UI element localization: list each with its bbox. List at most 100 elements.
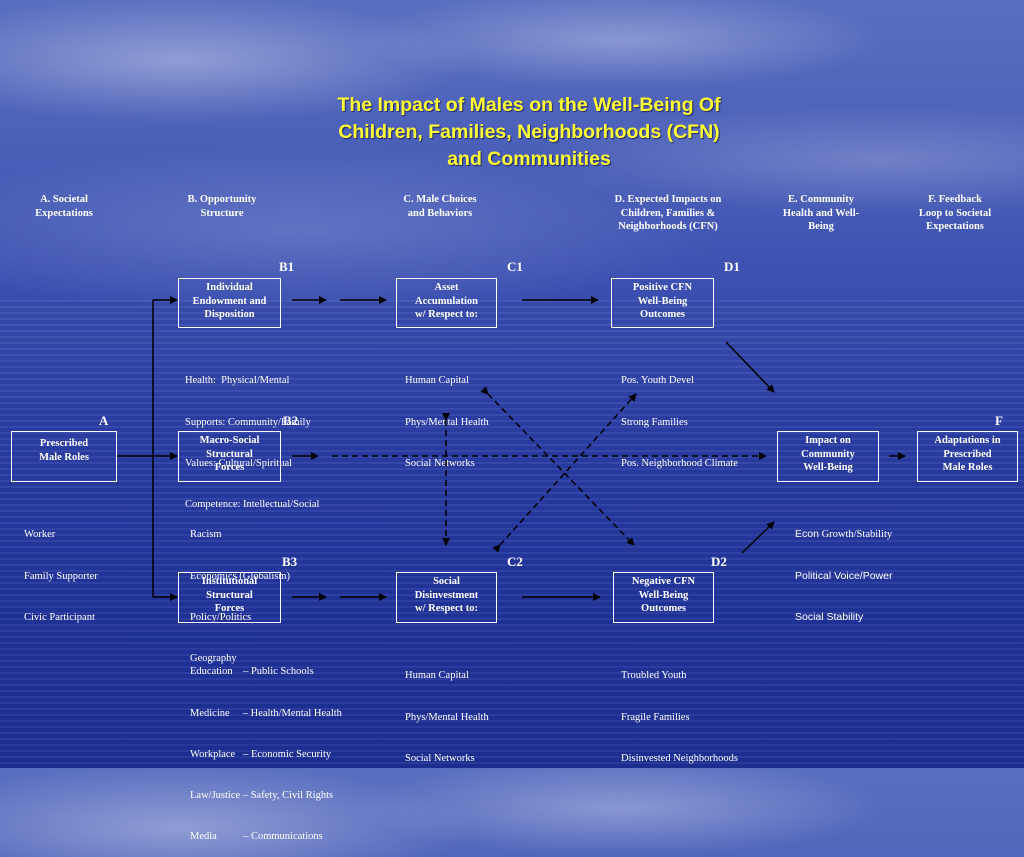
list-item: Policy/Politics — [190, 611, 252, 623]
title-line: Children, Families, Neighborhoods (CFN) — [338, 121, 720, 143]
diagram-title: The Impact of Males on the Well-Being Of… — [262, 92, 796, 173]
box-line: Endowment and — [192, 295, 267, 307]
header-line: and Behaviors — [407, 207, 473, 219]
connector-lines — [117, 296, 906, 601]
box-negative-cfn: Negative CFN Well-Being Outcomes — [613, 572, 714, 623]
list-item: Econ Growth/Stability — [795, 528, 892, 542]
list-item: Workplace – Economic Security — [190, 748, 332, 760]
list-item: Supports: Community/Family — [185, 416, 311, 428]
box-line: Structural — [206, 589, 253, 601]
header-line: A. Societal — [40, 194, 88, 205]
list-item: Economics (Globalism) — [190, 570, 291, 582]
box-adaptations: Adaptations in Prescribed Male Roles — [917, 431, 1018, 482]
list-item: Family Supporter — [24, 570, 98, 582]
list-item-rest: Growth/Stability — [818, 529, 893, 541]
box-line: Male Roles — [942, 462, 993, 473]
label-b1: B1 — [279, 259, 295, 274]
box-institutional-forces: Institutional Structural Forces — [178, 572, 281, 623]
label-d1: D1 — [724, 259, 740, 274]
list-item: Political Voice/Power — [795, 569, 893, 582]
list-societal-roles: Worker Family Supporter Civic Participan… — [24, 501, 98, 638]
list-item: Medicine – Health/Mental Health — [190, 707, 342, 719]
list-macro-factors: Racism Economics (Globalism) Policy/Poli… — [190, 501, 290, 679]
list-item: Phys/Mental Health — [405, 416, 489, 428]
column-header-f: F. Feedback Loop to Societal Expectation… — [900, 193, 1010, 234]
box-positive-cfn: Positive CFN Well-Being Outcomes — [611, 278, 714, 328]
list-item: Human Capital — [405, 375, 469, 387]
box-line: Outcomes — [641, 603, 686, 614]
box-line: Negative CFN — [631, 576, 696, 587]
header-line: Expectations — [35, 207, 93, 219]
box-line: Forces — [214, 462, 245, 473]
header-line: C. Male Choices — [403, 194, 477, 205]
box-line: Community — [801, 448, 855, 460]
label-c2: C2 — [507, 554, 523, 569]
box-line: Outcomes — [640, 309, 685, 320]
box-line: Accumulation — [415, 295, 478, 307]
box-line: Well-Being — [638, 589, 689, 601]
header-line: Neighborhoods (CFN) — [618, 221, 718, 232]
box-line: w/ Respect to: — [415, 309, 478, 320]
box-line: Disinvestment — [414, 589, 479, 601]
box-line: Well-Being — [803, 462, 853, 473]
column-header-a: A. Societal Expectations — [14, 193, 114, 220]
box-line: Prescribed — [39, 438, 89, 449]
list-individual-factors: Health: Physical/Mental Supports: Commun… — [185, 347, 319, 525]
header-line: Being — [808, 221, 834, 232]
arrow-d1-to-e — [725, 341, 775, 393]
header-line: D. Expected Impacts on — [614, 194, 722, 205]
box-line: Social — [433, 576, 460, 587]
list-disinvestment-factors: Human Capital Phys/Mental Health Social … — [405, 642, 489, 779]
list-item: Pos. Youth Devel — [621, 375, 694, 387]
list-item: Human Capital — [405, 670, 469, 682]
box-line: Structural — [206, 448, 253, 460]
box-line: Individual — [206, 282, 253, 293]
header-line: Health and Well- — [782, 207, 860, 219]
box-line: Positive CFN — [632, 282, 693, 293]
label-a: A — [99, 413, 109, 428]
list-item: Competence: Intellectual/Social — [185, 498, 320, 510]
list-item: Fragile Families — [621, 711, 690, 723]
header-line: Structure — [200, 207, 244, 219]
list-item: Media – Communications — [190, 830, 323, 842]
box-line: Male Roles — [39, 451, 89, 463]
list-item: Disinvested Neighborhoods — [621, 752, 738, 764]
list-item: Geography — [190, 652, 237, 664]
list-item: Civic Participant — [24, 611, 95, 623]
box-line: Well-Being — [637, 295, 688, 307]
header-line: Children, Families & — [620, 207, 716, 219]
list-item: Racism — [190, 529, 222, 541]
header-line: Loop to Societal — [918, 207, 992, 219]
box-line: Asset — [434, 282, 459, 293]
title-line: The Impact of Males on the Well-Being Of — [337, 94, 721, 116]
list-item: Social Networks — [405, 752, 475, 764]
label-b3: B3 — [282, 554, 298, 569]
box-line: Forces — [214, 603, 245, 614]
label-d2: D2 — [711, 554, 727, 569]
header-line: F. Feedback — [928, 194, 982, 205]
list-negative-outcomes: Troubled Youth Fragile Families Disinves… — [621, 642, 738, 779]
box-line: Macro-Social — [199, 435, 260, 446]
list-item: Health: Physical/Mental — [185, 375, 290, 387]
list-item: Values: Cultural/Spiritual — [185, 457, 293, 469]
label-c1: C1 — [507, 259, 523, 274]
arrow-c1-to-d2-diagonal — [480, 386, 635, 546]
list-item: Social Stability — [795, 610, 864, 623]
box-line: Prescribed — [943, 448, 992, 460]
list-item: Law/Justice – Safety, Civil Rights — [190, 789, 334, 801]
box-asset-accumulation: Asset Accumulation w/ Respect to: — [396, 278, 497, 328]
box-line: w/ Respect to: — [415, 603, 478, 614]
box-line: Institutional — [201, 576, 258, 587]
column-header-e: E. Community Health and Well- Being — [766, 193, 876, 234]
list-item: Education – Public Schools — [190, 666, 314, 678]
list-item: Troubled Youth — [621, 670, 687, 682]
header-line: B. Opportunity — [187, 194, 257, 205]
box-macro-social-forces: Macro-Social Structural Forces — [178, 431, 281, 482]
list-item-lead: Econ — [795, 528, 819, 541]
box-line: Disposition — [204, 309, 255, 320]
arrow-c2-to-d1-diagonal — [492, 393, 637, 553]
column-header-d: D. Expected Impacts on Children, Familie… — [598, 193, 738, 234]
label-b2: B2 — [283, 413, 299, 428]
arrow-d2-to-e — [741, 521, 775, 554]
box-line: Adaptations in — [934, 435, 1001, 446]
